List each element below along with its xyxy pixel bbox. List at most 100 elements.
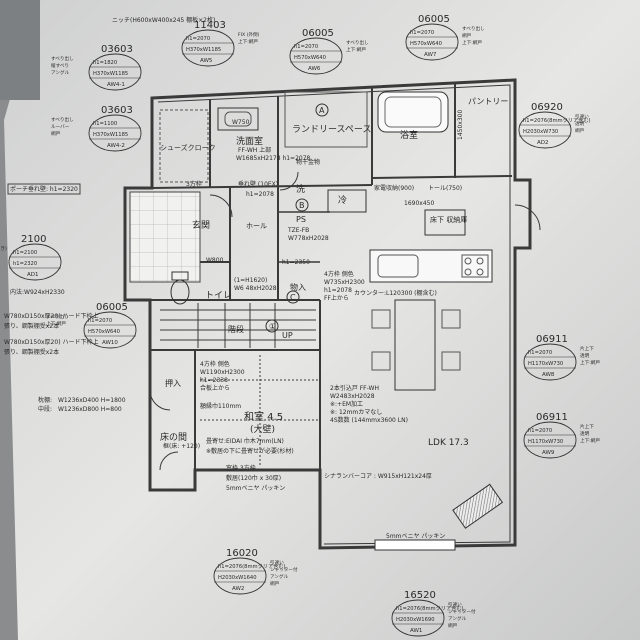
marker-a: A (319, 106, 325, 115)
window-code: 16520 (404, 590, 436, 601)
window-height: h1=2076(8mmクリア含む) (218, 562, 286, 570)
window-callout: 16020h1=2076(8mmクリア含む)H2030xW1640AW2引違いシ… (213, 548, 298, 595)
window-size: H1170xW730 (528, 439, 563, 445)
window-note: 透明 (580, 352, 590, 359)
four-frame-left5: 額縁巾110mm (200, 402, 241, 410)
dim-1690: 1690x450 (404, 200, 434, 207)
shirako-note: シナランバーコア : W915xH121x24厚 (324, 473, 432, 480)
window-code: 03603 (101, 105, 133, 116)
window-callout: 16520h1=2076(8mmクリア含む)H2030xW1690AW1引違いシ… (391, 590, 476, 637)
ldk-note: W2483xH2028 (330, 393, 375, 400)
tze2: W778xH2028 (288, 235, 329, 242)
desk-corner (0, 0, 40, 100)
window-note: 網戸 (270, 580, 280, 587)
window-size: H2030xW730 (523, 129, 558, 135)
upper-frame-label2: 中段: (38, 405, 52, 413)
window-ellipse (8, 243, 62, 281)
window-size: H1170xW730 (528, 361, 563, 367)
window-code: 11403 (194, 20, 226, 31)
window-frame: 窓枠 3方枠 (226, 464, 256, 472)
closet-board: W780xD150x厚20) ハード下枠上 (4, 338, 98, 346)
window-code: 06911 (536, 412, 568, 423)
stair-up: UP (282, 331, 293, 340)
window-size: H370xW1185 (186, 47, 221, 53)
upper-frame-2: W1236xD800 H=800 (58, 406, 122, 413)
window-tag: AW6 (308, 66, 321, 72)
window-callouts: 03603h1=1820H370xW1185AW4-1すべり出し縦すべりアングル… (0, 14, 600, 637)
dim-1450: 1450x300 (457, 110, 464, 140)
ldk-note: ※:+EM加工 (330, 400, 363, 408)
w750: W750 (232, 119, 250, 126)
window-note: 玄関ドア(片開き) (0, 245, 7, 252)
room-pantry: パントリー (468, 97, 508, 106)
hanging-wall-3w: 3方枠 (186, 180, 202, 188)
window-height: h1=2070 (294, 44, 318, 50)
dining-table (394, 299, 436, 391)
marker-c: C (290, 293, 296, 302)
four-frame-left2: W1190xH2300 (200, 369, 245, 376)
window-frame2: 敷居(120巾 x 30厚) (226, 474, 281, 482)
window-note: 上下:網戸 (580, 359, 600, 366)
marker-b: B (299, 201, 305, 210)
paper (4, 0, 640, 640)
hanging-wall-h: h1=2078 (246, 191, 274, 198)
window-note: 引違い (575, 113, 589, 120)
window-tag: AW8 (542, 372, 555, 378)
bathtub (377, 91, 449, 133)
window-size: H2030xW1690 (396, 617, 435, 623)
window-size: H370xW1185 (93, 71, 128, 77)
window-height: h1=2070 (528, 428, 552, 434)
window-ellipse (523, 343, 577, 381)
room-washroom: 洗面室 (236, 135, 263, 147)
room-laundry-space: ランドリースペース (292, 124, 371, 135)
tool-750: トール(750) (428, 185, 462, 192)
ldk-note: 4S数数 (144mmx3600 LN) (330, 416, 408, 424)
window-tag: AD1 (27, 272, 39, 278)
ldk-note: ※: 12mmカマなし (330, 409, 382, 416)
four-frame-d: FF上から (324, 294, 349, 302)
window-ellipse (289, 37, 343, 75)
window-tag: AW1 (410, 628, 422, 634)
window-note: 網戸 (462, 32, 472, 39)
window-code: 06005 (418, 14, 450, 25)
circled-markers: A B C ① UP (265, 103, 329, 340)
marker-stair: ① (269, 322, 276, 331)
window-size: H2030xW1640 (218, 575, 257, 581)
window-note: 上下:網戸 (462, 39, 482, 46)
entrance-tile (129, 191, 201, 283)
closet-board2: 張り、鋼製棚受x2本 (4, 348, 59, 356)
wash-label: 洗 (296, 183, 305, 195)
window-height: h1=2076(8mmクリア含む) (396, 604, 464, 612)
bottom-note: 5mmベニヤ パッキン (386, 533, 445, 540)
tze3: h1=2350 (282, 259, 310, 266)
ff-wh: FF-WH 上部 (238, 146, 271, 154)
room-stairs: 階段 (228, 324, 244, 334)
fridge-label: 冷 (338, 194, 347, 206)
window-height: h1=2070 (410, 30, 434, 36)
window-note: 引違い (448, 601, 462, 608)
room-storage: 物入 (290, 282, 306, 292)
window-ellipse (88, 114, 142, 152)
window-note: アングル (51, 69, 70, 76)
entrance-door-size: 内法:W924xH2330 (10, 288, 65, 296)
window-note: アングル (270, 573, 289, 580)
window-height: h1=2070 (88, 318, 112, 324)
window-note: シャッター付 (270, 566, 298, 573)
building (123, 78, 541, 551)
four-frame-left4: 合板上から (200, 384, 230, 392)
window-note: 縦すべり (51, 62, 69, 69)
room-tokonoma: 床の間 (160, 431, 187, 443)
window-note: 上下:網戸 (580, 437, 600, 444)
window-ellipse (181, 29, 235, 67)
window-note: 上下:網戸 (46, 320, 66, 327)
window-ellipse (518, 111, 572, 149)
window-callout: 06920h1=2076(8mmクリア含む)H2030xW730AD2引違い透明… (518, 102, 591, 149)
window-note: すべり出し (462, 25, 485, 32)
upper-frame-label1: 枕棚: (38, 396, 52, 404)
window-tag: AW5 (200, 58, 213, 64)
